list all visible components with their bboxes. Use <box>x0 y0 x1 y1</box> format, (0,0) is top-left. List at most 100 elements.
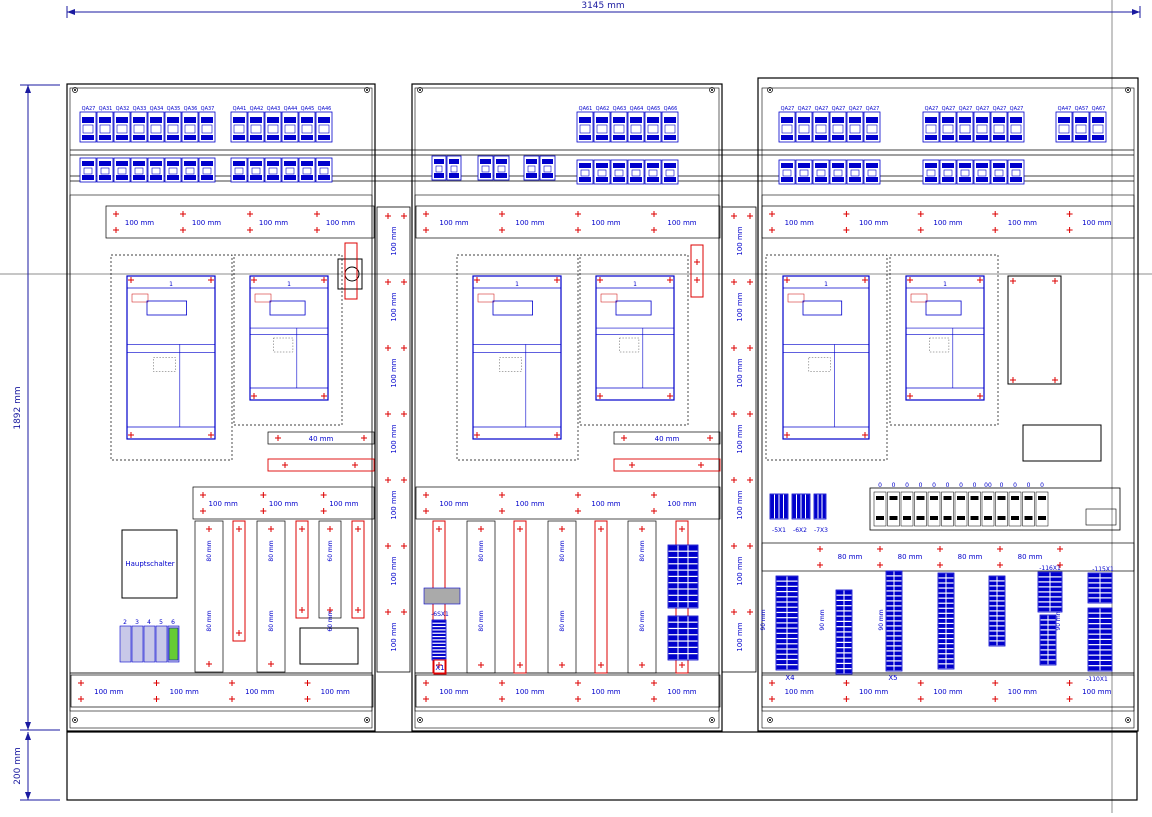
breaker-switch <box>815 124 827 134</box>
contactor-body <box>1011 169 1021 177</box>
terminal-label: -116X1 <box>1039 565 1061 572</box>
breaker-switch <box>959 124 971 134</box>
terminal-cell <box>787 613 798 618</box>
drive-clearance-zone <box>233 254 343 426</box>
terminal-end-marker <box>433 659 447 675</box>
mounting-point-marker <box>180 227 186 233</box>
contactor-bottom <box>480 173 491 178</box>
mounting-point-marker <box>229 696 235 702</box>
terminal-cell <box>894 616 902 621</box>
mounting-point-marker <box>304 680 311 686</box>
terminal-module <box>155 625 168 663</box>
mounting-hole-center <box>366 89 368 91</box>
breaker-switch <box>82 124 94 134</box>
io-module-top <box>876 496 884 500</box>
contactor-body <box>614 169 624 177</box>
terminal-cell <box>938 639 946 644</box>
vertical-duct-80-5 <box>627 520 657 674</box>
mounting-point-marker <box>575 227 581 233</box>
mounting-point-marker <box>707 435 713 441</box>
terminal-cell <box>1048 635 1056 640</box>
contactor-bottom <box>866 177 878 182</box>
mounting-point-marker <box>78 696 84 702</box>
mounting-point-marker <box>206 526 212 532</box>
terminal-cell <box>1040 640 1048 645</box>
mounting-point-marker <box>423 508 429 514</box>
terminal-cell <box>886 641 894 646</box>
terminal-cell <box>894 601 902 606</box>
terminal-module-number: 4 <box>147 619 151 626</box>
contactor-top <box>542 159 553 164</box>
mounting-point-marker <box>247 211 253 217</box>
terminal-cell <box>1100 634 1112 639</box>
drive-display <box>615 300 652 316</box>
duct-width-label: 60 mm <box>327 540 334 561</box>
terminal-cell <box>1100 666 1112 671</box>
terminal-cell <box>938 613 946 618</box>
mounting-point-marker <box>554 432 560 438</box>
contactor-top <box>925 163 937 168</box>
mounting-point-marker <box>275 435 281 441</box>
terminal-cell <box>1088 655 1100 660</box>
contactor-bottom <box>976 177 988 182</box>
mounting-point-marker <box>731 279 737 285</box>
terminal-cell <box>1050 602 1062 607</box>
io-module-top <box>970 496 979 500</box>
contactor-top <box>496 159 507 164</box>
terminal-cell <box>776 649 787 654</box>
drive-number-label: 1 <box>169 281 173 288</box>
breaker-switch <box>925 124 937 134</box>
terminal-cell <box>894 581 902 586</box>
io-module-label: 0 <box>959 482 963 489</box>
bottom-duct-panel3 <box>761 674 1135 708</box>
terminal-cell <box>787 581 798 586</box>
drive-display <box>925 300 962 316</box>
io-module-label: 00 <box>984 482 992 489</box>
contactor-top <box>613 163 625 168</box>
mounting-point-marker <box>907 277 913 283</box>
terminal-cell <box>844 648 852 653</box>
terminal-cell <box>836 669 844 674</box>
io-module-bottom <box>957 516 965 520</box>
mounting-point-marker <box>401 279 407 285</box>
breaker-label: QA64 <box>630 106 644 112</box>
io-module-label: 0 <box>892 482 896 489</box>
mounting-point-marker <box>236 630 242 636</box>
contactor-body <box>268 167 278 175</box>
terminal-cell <box>1050 587 1062 592</box>
breaker-terminal-top <box>82 117 94 123</box>
breaker-terminal-bottom <box>579 135 591 140</box>
terminal-cell <box>1050 597 1062 602</box>
terminal-cell <box>844 606 852 611</box>
mounting-point-marker <box>128 277 134 283</box>
contactor-body <box>117 167 127 175</box>
terminal-cell <box>844 611 852 616</box>
mounting-point-marker <box>361 435 367 441</box>
mounting-point-marker <box>208 277 214 283</box>
breaker-terminal-bottom <box>167 135 179 140</box>
terminal-cell <box>1048 645 1056 650</box>
contactor-top <box>647 163 659 168</box>
terminal-cell <box>886 621 894 626</box>
breaker-switch <box>647 124 659 134</box>
mounting-point-marker <box>78 680 84 686</box>
mounting-point-marker <box>113 227 119 233</box>
empty-device-box-panel1 <box>299 627 359 665</box>
terminal-cell <box>946 573 954 578</box>
breaker-label: QA41 <box>233 106 247 112</box>
contactor-row-panel2-c <box>523 155 556 181</box>
drive-number-label: 1 <box>287 281 291 288</box>
contactor-bottom <box>184 175 196 180</box>
terminal-cell <box>886 666 894 671</box>
terminal-cell <box>946 598 954 603</box>
breaker-switch <box>596 124 608 134</box>
mounting-point-marker <box>843 227 850 233</box>
contactor-body <box>450 165 458 173</box>
contactor-bottom <box>993 177 1005 182</box>
terminal-cell <box>787 602 798 607</box>
mounting-point-marker <box>251 393 257 399</box>
terminal-cell <box>1048 615 1056 620</box>
contactor-body <box>631 169 641 177</box>
contactor-body <box>799 169 809 177</box>
terminal-strip-frame <box>1087 607 1113 672</box>
